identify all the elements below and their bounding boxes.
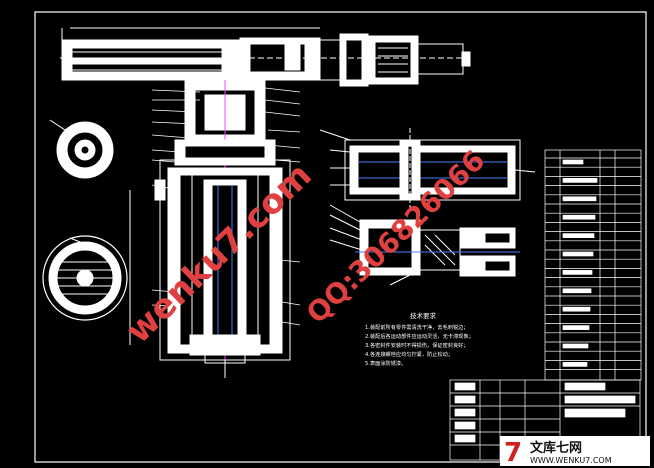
section-view-upper bbox=[319, 128, 536, 210]
logo-symbol: 7 bbox=[504, 438, 522, 466]
tech-requirement-line: 4.各连接螺栓应均匀拧紧，防止松动； bbox=[365, 350, 453, 358]
tech-requirement-line: 1.装配前所有零件需清洗干净，去毛刺锐边； bbox=[365, 323, 469, 331]
parts-list-table bbox=[544, 149, 642, 381]
parts-row-text bbox=[562, 233, 595, 238]
tech-requirements: 技术要求 1.装配前所有零件需清洗干净，去毛刺锐边； 2.装配后各运动部件应运动… bbox=[365, 311, 474, 367]
section-view-lower bbox=[329, 204, 520, 286]
horizontal-arm bbox=[60, 27, 471, 87]
tech-requirement-line: 5.表面涂防锈漆。 bbox=[365, 359, 406, 367]
drawing-border bbox=[34, 11, 647, 463]
parts-row-text bbox=[562, 306, 591, 312]
parts-row-text bbox=[562, 251, 594, 257]
logo-name: 文库七网 bbox=[530, 440, 582, 456]
parts-row-text bbox=[562, 362, 588, 367]
tech-requirement-line: 2.装配后各运动部件应运动灵活，无卡滞现象； bbox=[365, 332, 474, 340]
leader-lines-left bbox=[151, 89, 201, 307]
leader-lines-right bbox=[264, 87, 301, 326]
left-detail-view-bottom bbox=[42, 235, 128, 321]
logo-url: WWW.WENKU7.COM bbox=[530, 456, 612, 465]
parts-row-text bbox=[562, 159, 584, 165]
parts-row-text bbox=[562, 288, 592, 294]
vertical-column bbox=[129, 79, 291, 378]
parts-row-text bbox=[562, 270, 593, 275]
title-block bbox=[449, 379, 641, 461]
parts-row-text bbox=[562, 343, 589, 349]
parts-row-text bbox=[562, 214, 596, 220]
parts-row-text bbox=[562, 196, 597, 202]
tech-requirements-title: 技术要求 bbox=[410, 311, 437, 320]
parts-row-text bbox=[562, 325, 590, 330]
parts-row-text bbox=[562, 178, 598, 183]
site-logo: 7 文库七网 WWW.WENKU7.COM bbox=[500, 436, 650, 466]
left-detail-view-top bbox=[49, 119, 114, 179]
tech-requirement-line: 3.各密封件安装时不得损伤，保证密封良好； bbox=[365, 341, 469, 349]
